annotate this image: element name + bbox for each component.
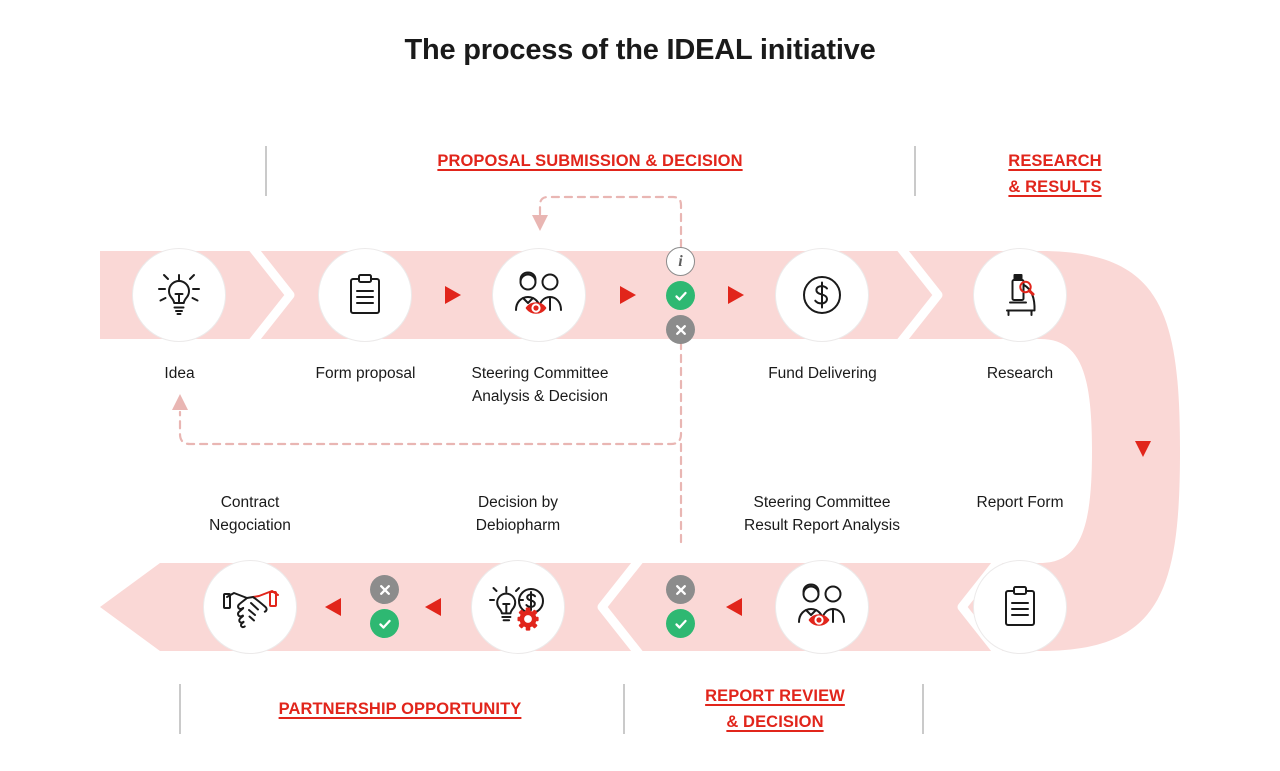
section-dividers [179,146,924,734]
return-arc [1000,251,1180,651]
info-badge[interactable]: i [666,247,695,276]
section-caption-partnership-line-1: PARTNERSHIP OPPORTUNITY [278,700,522,718]
resubmission-loop [538,195,683,249]
flow-direction-markers [325,286,1151,616]
cross-icon [675,324,686,335]
node-label-fund-delivering: Fund Delivering [768,365,877,382]
section-caption-proposal: PROPOSAL SUBMISSION & DECISION [340,148,840,174]
clipboard-icon [341,271,389,319]
node-idea[interactable] [132,248,226,342]
page-title: The process of the IDEAL initiative [404,34,876,66]
cross-icon [675,584,686,595]
node-label-decision-by-debiopharm: Decision by Debiopharm [475,494,561,534]
section-caption-report: REPORT REVIEW & DECISION [660,683,890,735]
node-contract-negociation[interactable] [203,560,297,654]
node-decision-by-debiopharm[interactable] [471,560,565,654]
clipboard-icon [996,583,1044,631]
approved-badge[interactable] [666,609,695,638]
check-icon [674,291,687,301]
node-research[interactable] [973,248,1067,342]
node-label-research: Research [986,365,1054,382]
check-icon [674,619,687,629]
committee-review-icon [793,582,851,632]
approved-badge[interactable] [666,281,695,310]
node-steering-committee-result-report[interactable] [775,560,869,654]
section-caption-report-line-1: REPORT REVIEW [705,687,845,705]
node-form-proposal[interactable] [318,248,412,342]
section-caption-research-line-2: & RESULTS [1008,178,1102,196]
node-steering-committee-analysis[interactable] [492,248,586,342]
rejection-arrowhead [172,394,188,410]
node-label-steering-committee-result-report: Steering Committee Result Report Analysi… [744,494,900,534]
approved-badge[interactable] [370,609,399,638]
committee-review-icon [510,270,568,320]
resubmission-arrowhead [532,215,548,231]
rejection-feedback-loop [178,340,683,550]
section-caption-report-line-2: & DECISION [726,713,824,731]
rejected-badge[interactable] [370,575,399,604]
rejected-badge[interactable] [666,575,695,604]
section-caption-research: RESEARCH & RESULTS [955,148,1155,200]
idea-funding-icon [489,582,547,632]
section-caption-proposal-line-1: PROPOSAL SUBMISSION & DECISION [437,152,743,170]
lightbulb-icon [153,269,205,321]
node-fund-delivering[interactable] [775,248,869,342]
cross-icon [379,584,390,595]
dollar-circle-icon [796,269,848,321]
rejected-badge[interactable] [666,315,695,344]
section-caption-partnership: PARTNERSHIP OPPORTUNITY [200,696,600,722]
node-label-idea: Idea [164,365,195,382]
node-label-contract-negociation: Contract Negociation [209,494,291,534]
handshake-icon [221,583,279,631]
section-caption-research-line-1: RESEARCH [1008,152,1102,170]
node-label-form-proposal: Form proposal [315,365,416,382]
node-label-report-form: Report Form [976,494,1064,511]
node-label-steering-committee-analysis: Steering Committee Analysis & Decision [471,365,609,405]
node-report-form[interactable] [973,560,1067,654]
microscope-icon [994,269,1046,321]
check-icon [378,619,391,629]
